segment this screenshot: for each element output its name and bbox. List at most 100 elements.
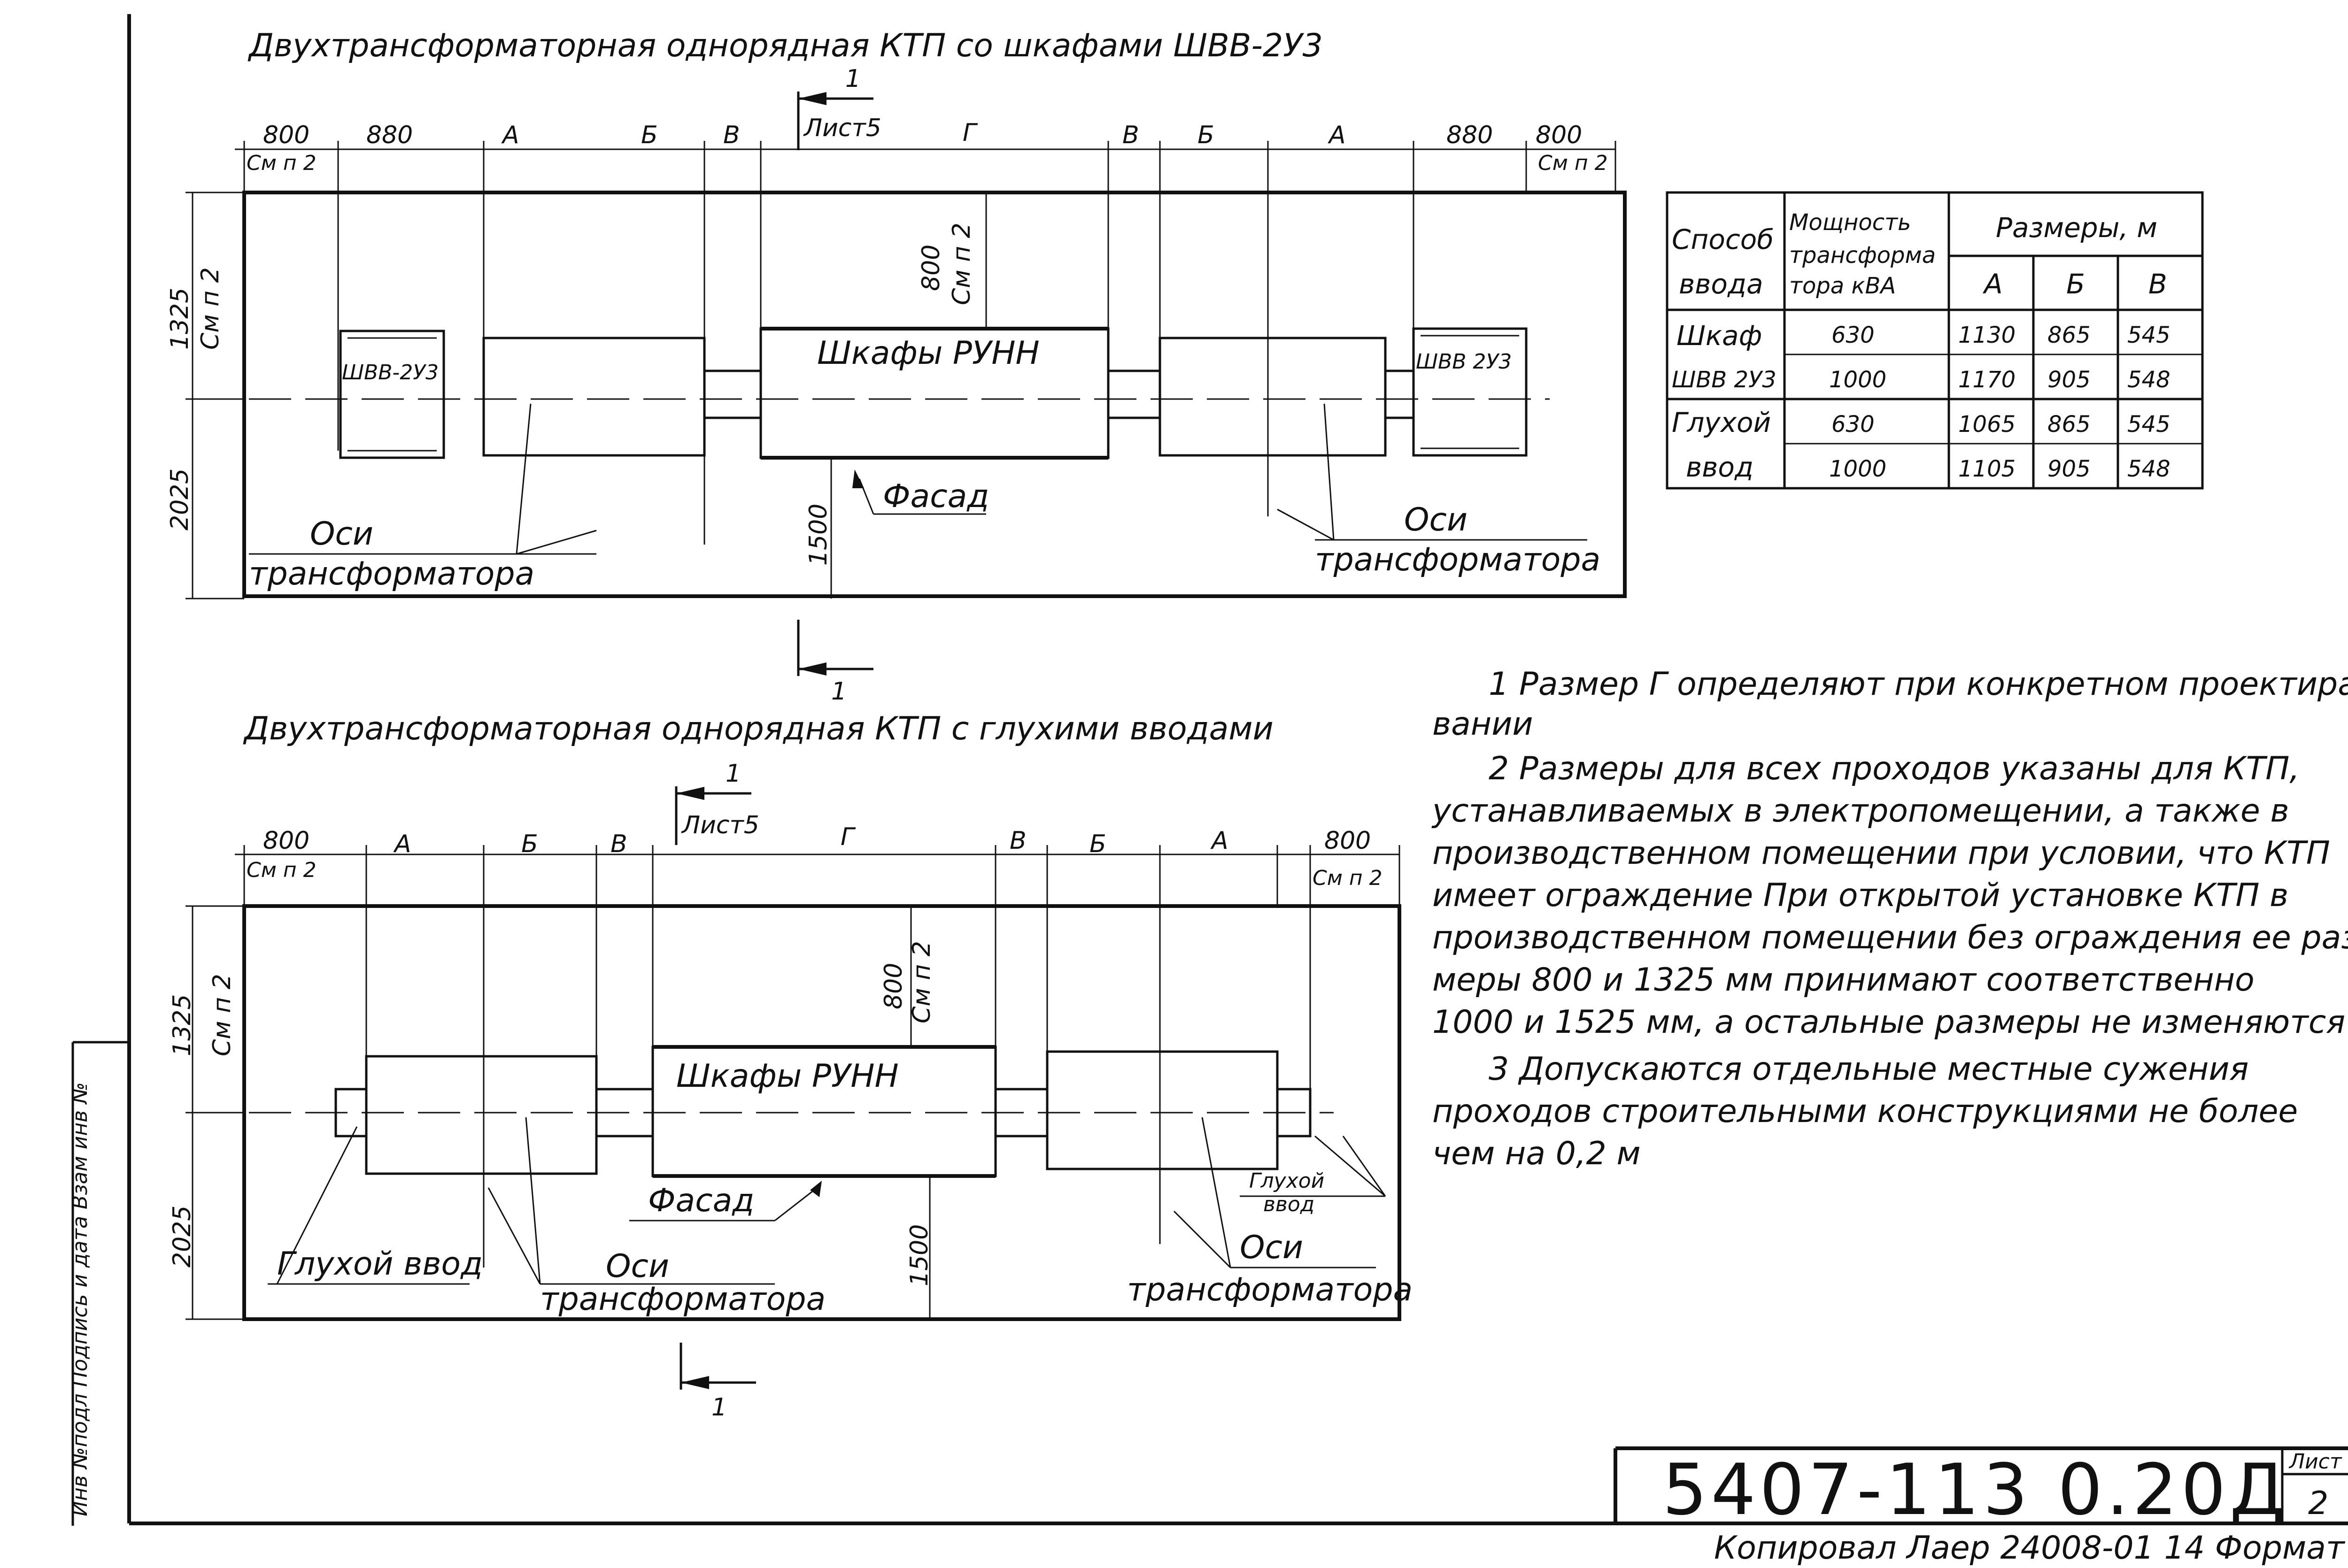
- shvv-label-right: ШВВ 2У3: [1416, 350, 1512, 374]
- note-2-line-1: 2 Размеры для всех проходов указаны для …: [1489, 750, 2300, 787]
- dim-1325-top: 1325: [166, 288, 194, 350]
- blind-input-label-left: Глухой ввод: [277, 1245, 483, 1283]
- note-1-line-1: 1 Размер Г определяют при конкретном про…: [1489, 666, 2348, 703]
- note-2-line-6: меры 800 и 1325 мм принимают соответстве…: [1432, 961, 2255, 999]
- dim-top-1: 880: [366, 121, 413, 149]
- see-note-right: См п 2: [1538, 151, 1608, 175]
- axis-label-bl-1: Оси: [606, 1248, 669, 1285]
- dim-bot-7: А: [1210, 827, 1228, 855]
- dim-2025-bottom: 2025: [168, 1206, 196, 1268]
- dim-800-top: 800: [917, 245, 945, 291]
- th-power-2: трансформа: [1789, 242, 1936, 269]
- shvv-label-left: ШВВ-2У3: [342, 361, 439, 384]
- see-note-vert-bottom: См п 2: [208, 974, 236, 1056]
- dim-top-5: Г: [963, 119, 978, 147]
- link-left: [703, 369, 762, 419]
- title-block: 5407-113 0.20Д Лист 2 Копировал Лаер 240…: [1614, 1446, 2348, 1567]
- th-method-2: ввода: [1679, 268, 1763, 300]
- transformer-left: [482, 337, 706, 457]
- bottom-plan-title: Двухтрансформаторная однорядная КТП с гл…: [243, 710, 1274, 747]
- dim-top-9: 880: [1446, 121, 1493, 149]
- td-method: ввод: [1686, 451, 1753, 483]
- note-2-line-3: производственном помещении при условии, …: [1432, 835, 2330, 872]
- dim-top-0: 800: [263, 121, 309, 149]
- dim-top-7: Б: [1197, 121, 1214, 149]
- th-sizes: Размеры, м: [1996, 212, 2157, 244]
- dim-1325-bottom: 1325: [168, 994, 196, 1056]
- axis-label-bl-2: трансформатора: [540, 1281, 826, 1318]
- see-note-bot-right: См п 2: [1313, 866, 1383, 890]
- see-note-left: См п 2: [247, 151, 317, 175]
- dim-bot-3: В: [610, 830, 627, 858]
- th-power-1: Мощность: [1789, 209, 1911, 236]
- dim-1500-bottom: 1500: [905, 1224, 934, 1286]
- dim-top-3: Б: [641, 121, 658, 149]
- dim-800-bottom: 800: [880, 963, 908, 1009]
- dim-bot-1: А: [393, 830, 411, 858]
- td-method: ШВВ 2У3: [1672, 367, 1776, 393]
- section-mark-top-2: 1: [797, 620, 873, 706]
- note-2-line-2: устанавливаемых в электропомещении, а та…: [1431, 792, 2289, 830]
- axis-label-left-1: Оси: [310, 515, 373, 553]
- th-power-3: тора кВА: [1789, 273, 1896, 299]
- td-power: 1000: [1829, 367, 1886, 393]
- notes-block: 1 Размер Г определяют при конкретном про…: [1431, 666, 2348, 1172]
- sheet-reference: Лист5: [803, 114, 881, 142]
- see-note-800-bottom: См п 2: [908, 941, 936, 1023]
- transformer-right: [1159, 337, 1387, 457]
- room-outline-top: [242, 191, 1627, 598]
- section-number: 1: [831, 677, 847, 706]
- document-code: 5407-113 0.20Д: [1662, 1449, 2288, 1531]
- dim-1500-top: 1500: [804, 504, 833, 566]
- th-b: Б: [2066, 268, 2085, 300]
- sizes-table: Способ ввода Мощность трансформа тора кВ…: [1666, 191, 2204, 490]
- td-power: 630: [1831, 411, 1875, 438]
- top-plan-title: Двухтрансформаторная однорядная КТП со ш…: [247, 27, 1323, 64]
- note-2-line-7: 1000 и 1525 мм, а остальные размеры не и…: [1432, 1004, 2345, 1041]
- th-v: В: [2148, 268, 2167, 300]
- dim-top-4: В: [723, 121, 740, 149]
- link-right-2: [1384, 369, 1415, 419]
- dim-bot-6: Б: [1089, 830, 1106, 858]
- dim-bot-2: Б: [521, 830, 538, 858]
- blind-input-label-right-1: Глухой: [1249, 1169, 1324, 1193]
- dim-top-2: А: [501, 121, 519, 149]
- td-v: 545: [2127, 411, 2170, 438]
- th-method-1: Способ: [1672, 223, 1774, 255]
- dim-2025-top: 2025: [166, 469, 194, 530]
- dim-ticks-bottom: [243, 845, 1400, 1268]
- td-b: 905: [2047, 456, 2091, 482]
- axis-label-br-1: Оси: [1240, 1229, 1303, 1266]
- note-3-line-1: 3 Допускаются отдельные местные сужения: [1489, 1051, 2248, 1088]
- td-a: 1105: [1958, 456, 2016, 482]
- td-a: 1130: [1958, 322, 2016, 348]
- note-3-line-2: проходов строительными конструкциями не …: [1432, 1093, 2298, 1130]
- facade-label-top: Фасад: [883, 478, 989, 515]
- td-power: 630: [1831, 322, 1875, 348]
- sheet-reference: Лист5: [681, 811, 759, 839]
- section-number: 1: [845, 65, 861, 93]
- th-a: А: [1982, 268, 2003, 300]
- shvv-cabinet-left: [339, 330, 445, 459]
- dim-bot-0: 800: [263, 827, 309, 855]
- link-right: [1107, 369, 1161, 419]
- transformer-bottom-left: [365, 1055, 598, 1175]
- note-1-line-2: вании: [1432, 706, 1533, 743]
- note-2-line-5: производственном помещении без ограждени…: [1432, 919, 2348, 956]
- axis-label-br-2: трансформатора: [1127, 1271, 1413, 1308]
- side-strip-text: Инв №подл Подпись и дата Взам инв №: [68, 1082, 92, 1516]
- section-mark-bottom-1: 1 Лист5: [675, 760, 759, 845]
- note-2-line-4: имеет ограждение При открытой установке …: [1432, 877, 2288, 914]
- runn-label-bottom: Шкафы РУНН: [676, 1058, 899, 1095]
- axis-label-right-2: трансформатора: [1315, 541, 1600, 578]
- dim-bot-5: В: [1010, 827, 1027, 855]
- bottom-plan: Двухтрансформаторная однорядная КТП с гл…: [168, 710, 1413, 1422]
- dim-top-6: В: [1122, 121, 1139, 149]
- section-number: 1: [711, 1393, 727, 1422]
- see-note-vert-top: См п 2: [196, 267, 224, 350]
- dim-top-8: А: [1328, 121, 1346, 149]
- td-v: 548: [2127, 456, 2170, 482]
- footer-note: Копировал Лаер 24008-01 14 Формат А3: [1714, 1530, 2348, 1567]
- dim-bot-8: 800: [1324, 827, 1371, 855]
